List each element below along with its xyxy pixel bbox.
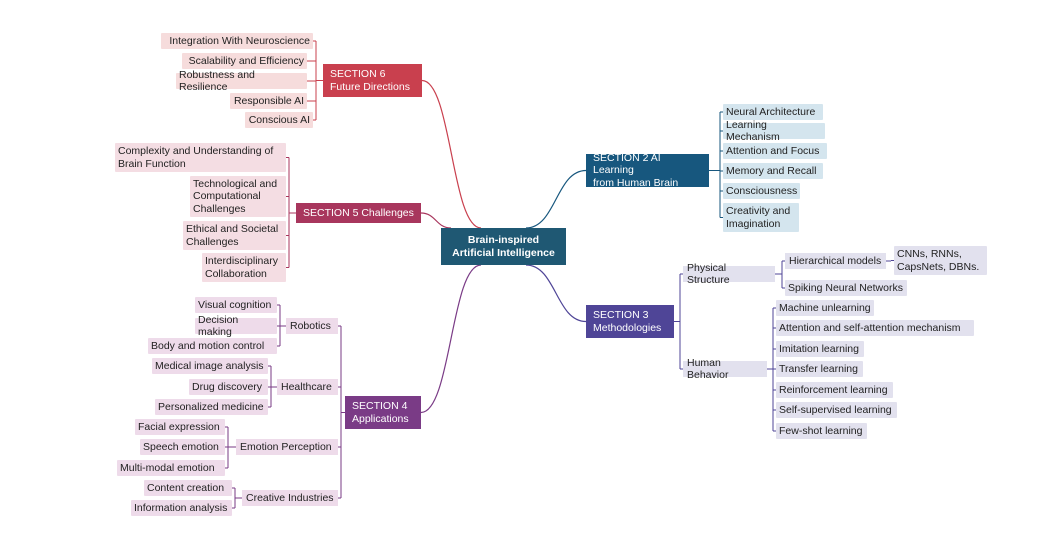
behavior-item: Imitation learning [776,341,864,357]
section-5-node: SECTION 5 Challenges [296,203,421,223]
section-3-node: SECTION 3 Methodologies [586,305,674,338]
application-item: Facial expression [135,419,225,435]
application-group-healthcare: Healthcare [277,379,338,395]
application-item: Visual cognition [195,297,277,313]
behavior-item: Reinforcement learning [776,382,893,398]
application-group-robotics: Robotics [286,318,338,334]
future-direction-item: Conscious AI [245,112,313,128]
application-item: Body and motion control [148,338,277,354]
future-direction-item: Integration With Neuroscience [161,33,313,49]
application-group-emotion: Emotion Perception [236,439,338,455]
ai-learning-item: Memory and Recall [723,163,823,179]
root-to-section-3-link [525,264,587,323]
ai-learning-item: Learning Mechanism [723,119,825,143]
behavior-item: Attention and self-attention mechanism [776,320,974,336]
challenge-item: Technological and Computational Challeng… [190,176,286,217]
application-item: Personalized medicine [155,399,268,415]
application-item: Information analysis [131,500,232,516]
ai-learning-item: Attention and Focus [723,143,827,159]
challenge-item: Ethical and Societal Challenges [183,221,286,250]
root-to-section-4-link [420,264,482,414]
application-item: Content creation [144,480,232,496]
root-to-section-5-link [420,212,452,229]
root-to-section-2-link [525,169,587,229]
spiking-networks-node: Spiking Neural Networks [785,280,907,296]
ai-learning-item: Consciousness [723,183,800,199]
application-item: Drug discovery [189,379,268,395]
hierarchical-models-node: Hierarchical models [785,253,886,269]
section-6-node: SECTION 6 Future Directions [323,64,422,97]
ai-learning-item: Neural Architecture [723,104,823,120]
application-group-creative: Creative Industries [242,490,338,506]
physical-structure-node: Physical Structure [683,262,775,286]
future-direction-item: Scalability and Efficiency [182,53,307,69]
future-direction-item: Responsible AI [230,93,307,109]
root-node: Brain-inspired Artificial Intelligence [441,228,566,265]
application-item: Decision making [195,314,277,338]
section-2-node: SECTION 2 AI Learning from Human Brain [586,152,709,189]
application-item: Speech emotion [140,439,225,455]
behavior-item: Transfer learning [776,361,863,377]
section-4-node: SECTION 4 Applications [345,396,421,429]
application-item: Multi-modal emotion [117,460,225,476]
future-direction-item: Robustness and Resilience [176,69,307,93]
model-list-item: CNNs, RNNs, CapsNets, DBNs. [894,246,987,275]
challenge-item: Interdisciplinary Collaboration [202,253,286,282]
behavior-item: Few-shot learning [776,423,867,439]
human-behavior-node: Human Behavior [683,357,767,381]
application-item: Medical image analysis [152,358,268,374]
behavior-item: Self-supervised learning [776,402,897,418]
ai-learning-item: Creativity and Imagination [723,203,799,232]
behavior-item: Machine unlearning [776,300,874,316]
root-to-section-6-link [421,79,482,229]
challenge-item: Complexity and Understanding of Brain Fu… [115,143,286,172]
